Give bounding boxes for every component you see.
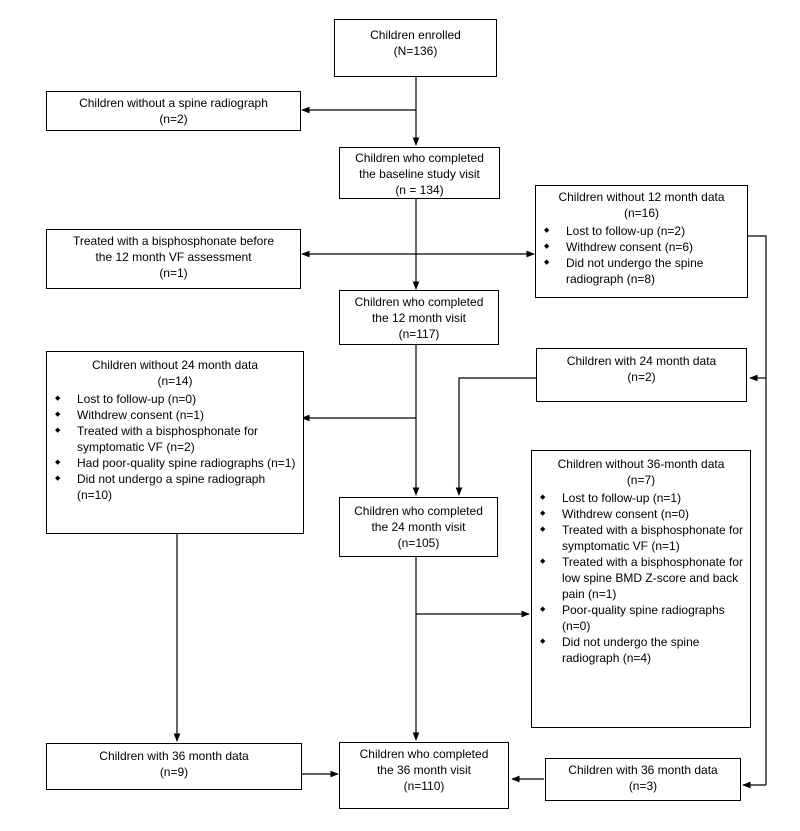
- box-with-36-month-left: Children with 36 month data (n=9): [46, 743, 302, 790]
- treated-before-label-1: Treated with a bisphosphonate before: [72, 234, 275, 248]
- baseline-label-2: the baseline study visit: [359, 167, 480, 181]
- treated-before-count: (n=1): [159, 266, 188, 280]
- completed-36-label-1: Children who completed: [359, 747, 489, 761]
- box-treated-before-12: Treated with a bisphosphonate before the…: [46, 229, 301, 289]
- enrolled-label: Children enrolled: [370, 28, 461, 42]
- treated-before-label-2: the 12 month VF assessment: [95, 250, 252, 264]
- no-spine-label: Children without a spine radiograph: [79, 96, 268, 110]
- without-36-label: Children without 36-month data: [557, 457, 725, 471]
- with-24-count: (n=2): [627, 370, 656, 384]
- completed-24-count: (n=105): [397, 536, 440, 550]
- box-completed-12-month: Children who completed the 12 month visi…: [339, 290, 499, 345]
- completed-12-label-1: Children who completed: [354, 295, 484, 309]
- with-36-left-count: (n=9): [159, 765, 189, 779]
- without-24-list: Lost to follow-up (n=0) Withdrew consent…: [47, 391, 303, 503]
- with-24-label: Children with 24 month data: [566, 354, 717, 368]
- list-item: Withdrew consent (n=6): [544, 239, 743, 255]
- list-item: Lost to follow-up (n=0): [55, 391, 299, 407]
- no-spine-count: (n=2): [159, 112, 188, 126]
- box-without-36-month: Children without 36-month data (n=7) Los…: [531, 450, 751, 728]
- list-item: Had poor-quality spine radiographs (n=1): [55, 455, 299, 471]
- with-36-right-label: Children with 36 month data: [568, 763, 718, 777]
- list-item: Lost to follow-up (n=2): [544, 223, 743, 239]
- list-item: Did not undergo a spine radiograph (n=10…: [55, 471, 299, 503]
- list-item: Poor-quality spine radiographs (n=0): [540, 602, 746, 634]
- completed-24-label-2: the 24 month visit: [371, 520, 466, 534]
- box-with-24-month: Children with 24 month data (n=2): [536, 348, 747, 402]
- with-36-right-count: (n=3): [628, 779, 658, 793]
- enrolled-count: (N=136): [393, 44, 438, 58]
- without-12-count: (n=16): [623, 206, 660, 220]
- list-item: Treated with a bisphosphonate for low sp…: [540, 554, 746, 602]
- without-36-list: Lost to follow-up (n=1) Withdrew consent…: [532, 490, 750, 666]
- with-36-left-label: Children with 36 month data: [99, 749, 249, 763]
- box-completed-24-month: Children who completed the 24 month visi…: [339, 497, 498, 557]
- box-no-spine-radiograph: Children without a spine radiograph (n=2…: [46, 91, 301, 131]
- completed-12-count: (n=117): [398, 327, 440, 341]
- list-item: Treated with a bisphosphonate for sympto…: [540, 522, 746, 554]
- box-completed-36-month: Children who completed the 36 month visi…: [339, 742, 509, 809]
- box-enrolled: Children enrolled (N=136): [334, 19, 497, 77]
- box-without-12-month: Children without 12 month data (n=16) Lo…: [535, 185, 748, 298]
- completed-12-label-2: the 12 month visit: [371, 311, 467, 325]
- list-item: Withdrew consent (n=1): [55, 407, 299, 423]
- list-item: Withdrew consent (n=0): [540, 506, 746, 522]
- list-item: Lost to follow-up (n=1): [540, 490, 746, 506]
- box-without-24-month: Children without 24 month data (n=14) Lo…: [46, 351, 304, 534]
- list-item: Treated with a bisphosphonate for sympto…: [55, 423, 299, 455]
- without-24-label: Children without 24 month data: [91, 358, 259, 372]
- completed-24-label-1: Children who completed: [354, 504, 483, 518]
- baseline-count: (n = 134): [395, 183, 444, 197]
- baseline-label-1: Children who completed: [355, 151, 484, 165]
- box-baseline-visit: Children who completed the baseline stud…: [339, 147, 500, 199]
- without-12-label: Children without 12 month data: [558, 190, 725, 204]
- without-36-count: (n=7): [626, 473, 656, 487]
- list-item: Did not undergo the spine radiograph (n=…: [544, 255, 743, 287]
- arrow-with-24-to-completed-24: [455, 377, 537, 496]
- without-12-list: Lost to follow-up (n=2) Withdrew consent…: [536, 223, 747, 287]
- without-24-count: (n=14): [157, 374, 193, 388]
- box-with-36-month-right: Children with 36 month data (n=3): [545, 758, 741, 801]
- completed-36-label-2: the 36 month visit: [376, 763, 472, 777]
- list-item: Did not undergo the spine radiograph (n=…: [540, 634, 746, 666]
- line-right-vertical: [748, 235, 767, 785]
- completed-36-count: (n=110): [403, 779, 445, 793]
